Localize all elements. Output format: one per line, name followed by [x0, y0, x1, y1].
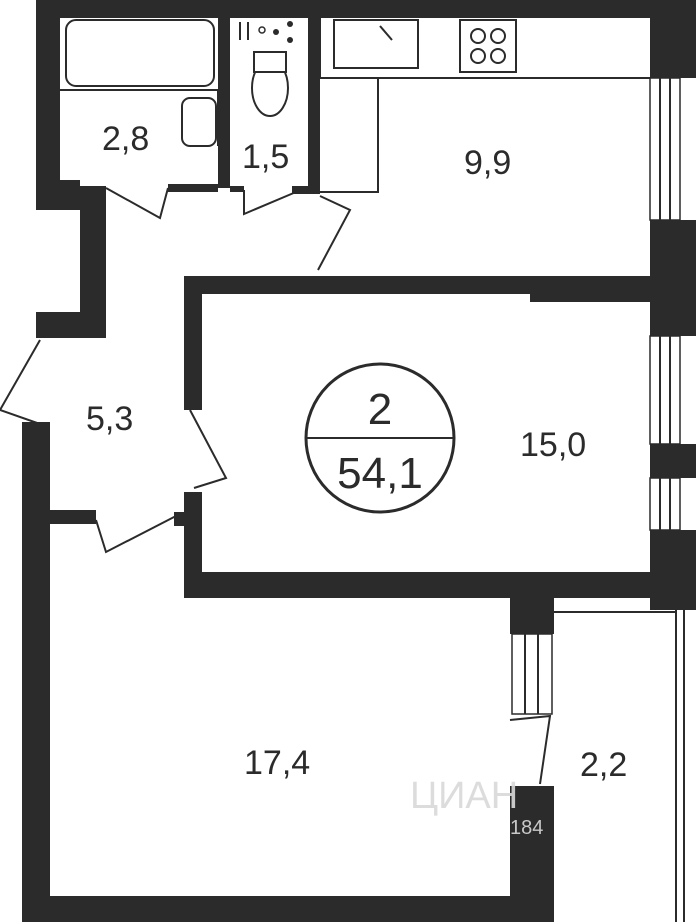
- watermark: ЦИАН 184: [410, 775, 543, 839]
- bathroom-area: 2,8: [102, 120, 149, 158]
- sink-icon: [333, 19, 419, 69]
- bath-fixtures: [60, 19, 293, 147]
- stove-icon: [459, 19, 517, 73]
- doors: [0, 187, 552, 785]
- kitchen-counter: [319, 18, 650, 193]
- hallway-area: 5,3: [86, 400, 133, 438]
- balcony-area: 2,2: [580, 746, 627, 784]
- watermark-brand: ЦИАН: [410, 775, 518, 817]
- total-area: 54,1: [337, 449, 423, 498]
- room-labels: 2,8 1,5 9,9 5,3 15,0 17,4 2,2: [86, 120, 627, 784]
- kitchen-area: 9,9: [464, 144, 511, 182]
- bathtub-icon: [65, 19, 215, 87]
- watermark-code: 184: [510, 817, 543, 839]
- walls: [22, 0, 696, 922]
- toilet-area: 1,5: [242, 138, 289, 176]
- windows: [511, 77, 685, 922]
- washbasin-icon: [181, 97, 217, 147]
- living-room-area: 17,4: [244, 744, 310, 782]
- bedroom-area: 15,0: [520, 426, 586, 464]
- shower-icon: [273, 29, 279, 35]
- apartment-badge: 2 54,1: [304, 362, 456, 514]
- rooms-count: 2: [368, 385, 392, 434]
